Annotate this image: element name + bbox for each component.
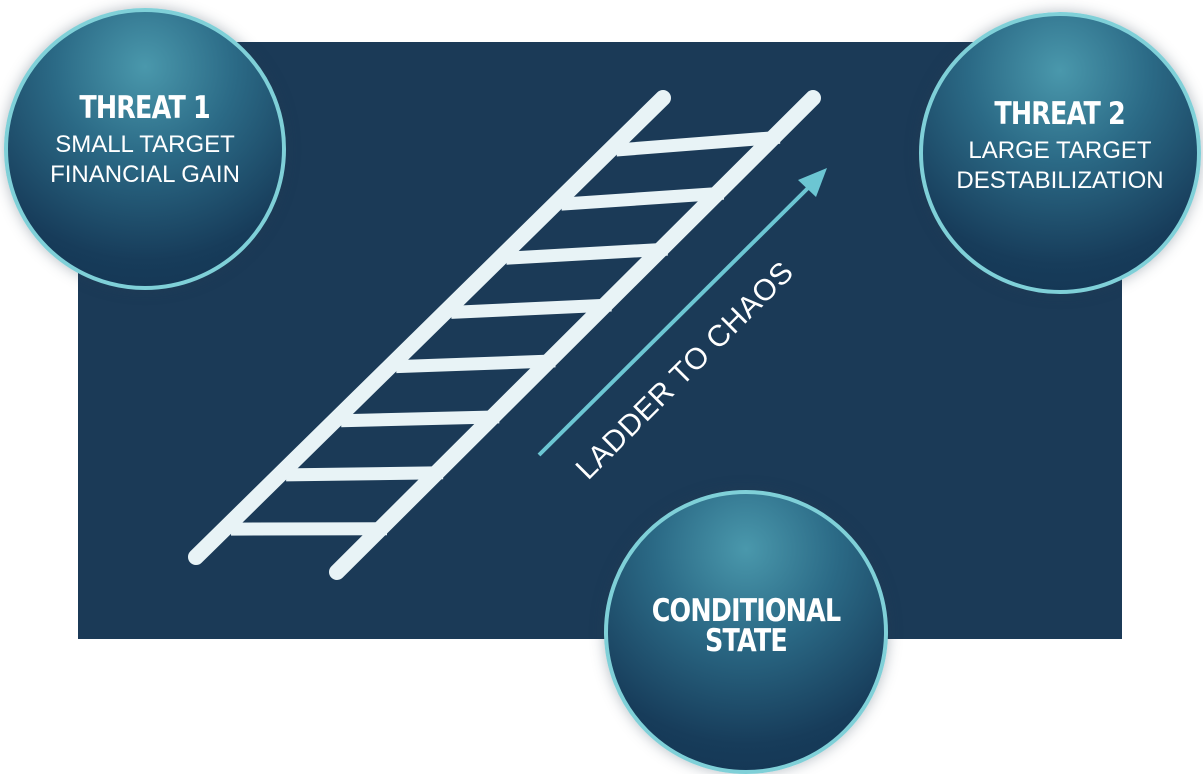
conditional-state-circle: CONDITIONAL STATE [604,490,888,774]
ladder-rung [506,242,668,265]
ladder-arrow [537,168,827,457]
threat-1-circle: THREAT 1 SMALL TARGET FINANCIAL GAIN [4,8,286,290]
ladder-rail-left [188,90,671,565]
threat-1-line-1: SMALL TARGET [55,131,235,158]
conditional-state-line-2: STATE [704,623,788,659]
threat-2-circle: THREAT 2 LARGE TARGET DESTABILIZATION [919,12,1201,294]
ladder-rung [231,522,387,536]
threat-2-line-2: DESTABILIZATION [956,167,1164,194]
ladder-rung [451,298,612,319]
threat-1-line-2: FINANCIAL GAIN [50,161,240,188]
ladder-rung [616,130,781,157]
ladder-to-chaos-label: LADDER TO CHAOS [570,255,801,486]
threat-1-title: THREAT 1 [79,90,211,126]
ladder-rung [561,186,724,211]
conditional-state-line-1: CONDITIONAL [651,593,841,629]
ladder-rungs [231,130,781,536]
ladder-rung [286,466,444,482]
ladder-rung [396,354,556,374]
threat-2-line-1: LARGE TARGET [968,137,1152,164]
threat-2-title: THREAT 2 [994,96,1126,132]
ladder-rung [341,410,500,428]
ladder-rail-right [329,90,821,580]
